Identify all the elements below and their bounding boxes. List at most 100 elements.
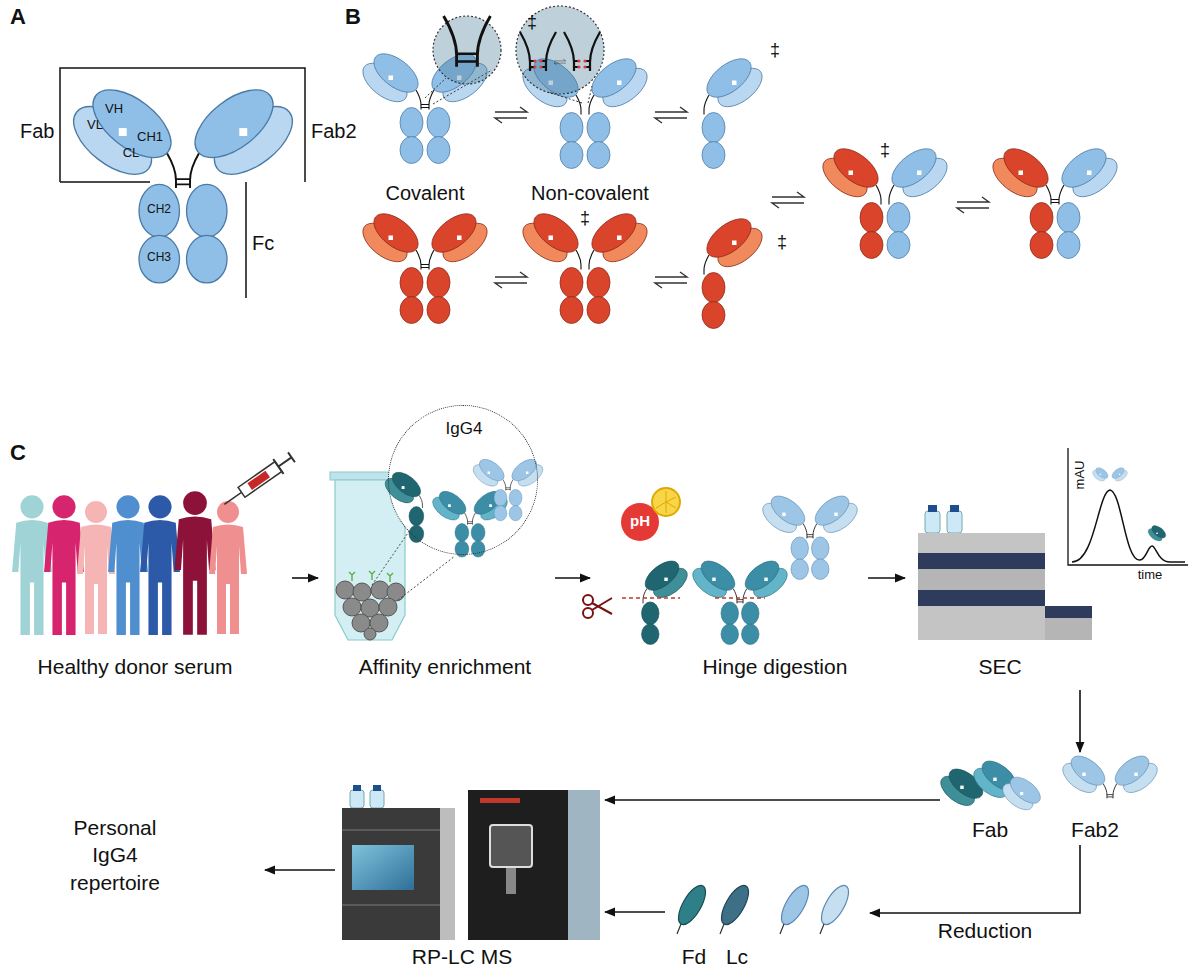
step-caption: Fd — [682, 945, 707, 969]
step-caption: RP-LC MS — [412, 945, 512, 969]
lc-ms-instrument — [352, 845, 414, 890]
domain-label: CH1 — [137, 130, 163, 145]
state-label: Non-covalent — [531, 182, 649, 205]
syringe — [273, 450, 296, 474]
transition-mark: ‡ — [880, 140, 890, 161]
step-node: Hinge digestion — [590, 470, 868, 685]
lc-ms-instrument — [342, 808, 455, 940]
panel-b-art — [957, 197, 989, 213]
fragments — [1107, 795, 1113, 797]
panel-b-art — [554, 59, 566, 65]
step-caption: Healthy donor serum — [38, 655, 233, 679]
panel-b-art — [772, 192, 804, 208]
affinity-column — [336, 581, 354, 599]
fragments — [716, 881, 754, 928]
step-caption: Fab2 — [1071, 818, 1119, 842]
fragments — [816, 881, 854, 928]
affinity-column — [343, 598, 361, 616]
panel-b-art — [986, 141, 1124, 258]
flow-arrow — [870, 845, 1080, 913]
syringe — [247, 471, 270, 490]
hinge-digestion-art — [622, 597, 765, 599]
hinge-digestion-art — [583, 488, 862, 644]
fragments — [776, 881, 814, 928]
hinge-digestion-art — [592, 598, 612, 614]
panel-a-art — [62, 77, 304, 283]
hinge-digestion-art — [640, 555, 692, 644]
sec-instrument — [950, 505, 959, 512]
sec-instrument — [947, 511, 962, 533]
domain-label: VL — [87, 118, 103, 133]
donor-people — [209, 501, 247, 634]
affinity-column — [349, 571, 393, 582]
lc-ms-instrument — [506, 868, 516, 894]
fragments — [673, 881, 711, 928]
panel-b-art — [655, 107, 687, 123]
panel-b-art — [885, 141, 954, 258]
flow-arrow — [868, 577, 905, 579]
step-node: SEC — [905, 442, 1190, 690]
panel-b-art — [655, 272, 687, 288]
hinge-digestion-art — [640, 555, 692, 644]
transition-mark: ‡ — [770, 40, 780, 61]
panel-b-art — [356, 206, 769, 328]
panel-b-art — [516, 206, 654, 323]
sec-instrument — [918, 606, 1045, 640]
hinge-digestion-art — [758, 490, 863, 579]
panel-b-art — [700, 211, 769, 328]
affinity-column — [336, 581, 405, 640]
fragments — [1110, 750, 1162, 798]
affinity-column — [364, 628, 376, 640]
syringe — [224, 492, 241, 504]
panel-letter: C — [10, 440, 26, 465]
panel-b-art — [1055, 141, 1124, 258]
panel-b-art — [700, 51, 769, 168]
affinity-column — [330, 406, 547, 640]
panel-a-art — [62, 77, 304, 283]
lc-ms-instrument — [373, 785, 381, 791]
panel-b-art — [986, 141, 1055, 258]
panel-b-art — [885, 141, 954, 258]
panel-b-art — [986, 141, 1055, 258]
fragments — [677, 924, 824, 934]
hinge-digestion-art — [688, 555, 793, 644]
step-node: Personal IgG4 repertoire — [20, 810, 265, 935]
domain-label: CL — [123, 146, 140, 161]
step-caption: Fab — [972, 818, 1008, 842]
step-node: Healthy donor serum — [10, 488, 292, 685]
fragments — [673, 881, 854, 928]
region-label: Fab2 — [311, 120, 357, 143]
flow-arrow — [292, 577, 318, 579]
step-node: Affinity enrichmentIgG4 — [318, 400, 555, 685]
hinge-digestion-art — [688, 555, 793, 644]
hinge-digestion-art — [583, 608, 593, 618]
affinity-column — [469, 455, 546, 521]
ph-label: pH — [630, 512, 650, 529]
panel-b-art — [356, 206, 494, 323]
step-caption: Lc — [726, 945, 748, 969]
hinge-digestion-art — [652, 488, 680, 516]
panel-b-art — [655, 107, 687, 123]
sec-instrument — [1091, 466, 1130, 484]
lc-ms-instrument — [568, 790, 600, 940]
panel-b-art — [772, 192, 804, 208]
sec-instrument — [1045, 606, 1092, 618]
panel-a-art — [60, 68, 305, 298]
panel-b-art — [495, 272, 527, 288]
panel-b-art — [816, 141, 885, 258]
fragments — [1058, 750, 1110, 798]
flow-arrow — [605, 911, 665, 913]
domain-label: CH3 — [147, 251, 171, 265]
zoom-circle: IgG4 — [388, 405, 538, 555]
panel-b-art — [495, 272, 527, 288]
step-node: Fab — [940, 752, 1045, 845]
step-caption: Personal IgG4 repertoire — [55, 814, 175, 896]
panel-b-art — [554, 59, 566, 65]
step-node: RP-LC MS — [335, 780, 605, 972]
axis-label: time — [1138, 568, 1163, 583]
lc-ms-instrument — [468, 790, 600, 940]
panel-b-art — [1055, 141, 1124, 258]
step-caption: IgG4 — [446, 419, 483, 439]
